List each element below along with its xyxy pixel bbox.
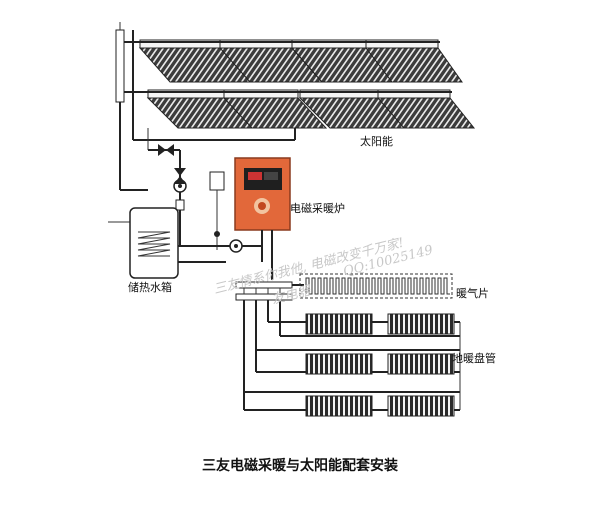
radiator-icon (305, 313, 373, 335)
solar-panel-icon (364, 39, 463, 83)
valve-icon (158, 144, 174, 156)
floor-heating-label: 地暖盘管 (452, 351, 496, 365)
diagram-caption: 三友电磁采暖与太阳能配套安装 (202, 457, 399, 474)
expansion-tank-icon (209, 171, 225, 250)
solar-loop-pipes (115, 22, 296, 245)
water-tank-icon (108, 207, 226, 279)
tank-label: 储热水箱 (128, 280, 172, 294)
solar-panel-icon (222, 89, 328, 129)
radiator-icon (387, 395, 455, 417)
pump-icon (229, 239, 243, 253)
radiator-icon (387, 313, 455, 335)
floor-coil-icon (305, 277, 450, 295)
solar-panel-icon (376, 89, 476, 129)
valve-icon (174, 168, 186, 184)
radiator-icon (305, 395, 373, 417)
solar-collector-array (134, 39, 476, 129)
radiator-icon (387, 353, 455, 375)
watermark: 三友情系你我他, 电磁改变千万家! QQ:10025149 友电器 (212, 235, 435, 308)
radiator-rows (243, 300, 461, 417)
solar-label: 太阳能 (360, 134, 393, 148)
boiler-icon (234, 157, 291, 280)
radiator-icon (305, 353, 373, 375)
radiator-label: 暖气片 (456, 286, 489, 300)
radiator-loop (292, 273, 453, 299)
boiler-label: 电磁采暖炉 (290, 202, 345, 215)
